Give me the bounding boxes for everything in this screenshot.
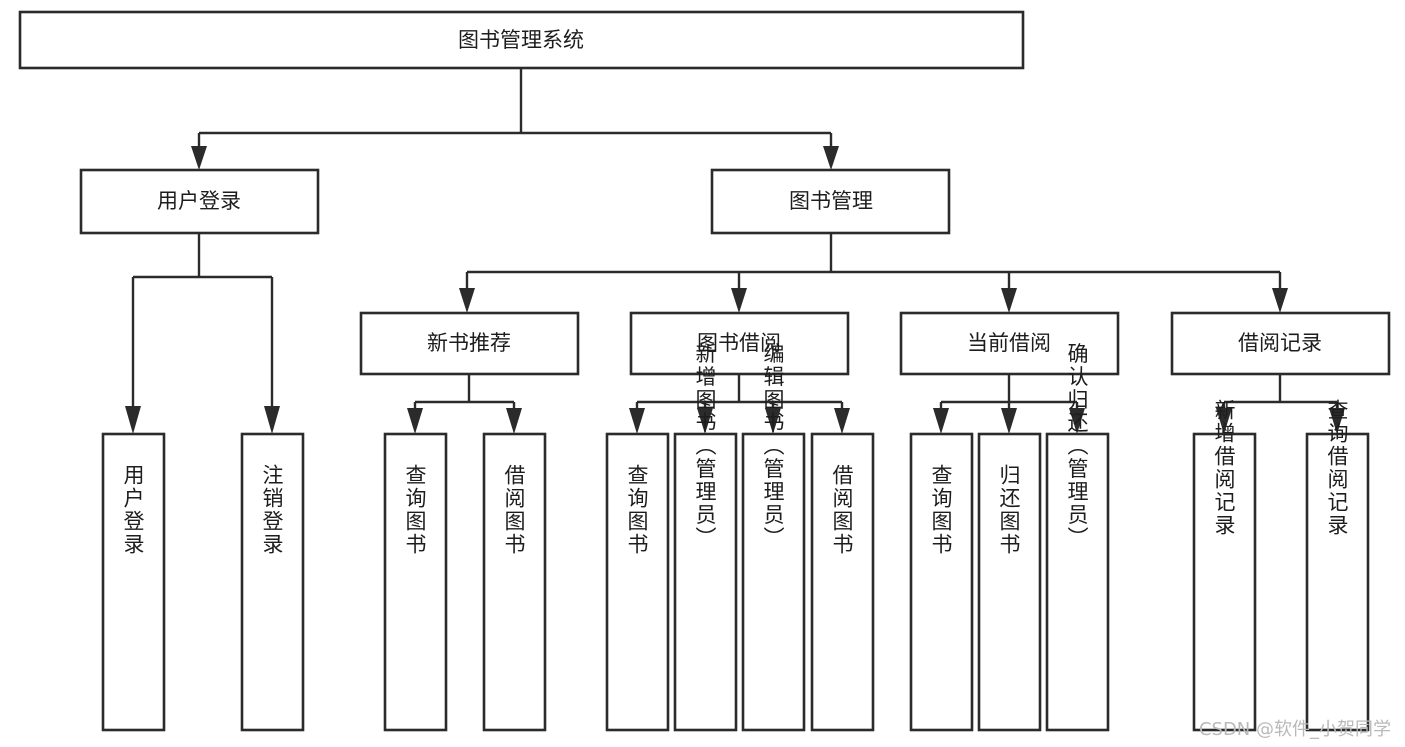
arrowhead-rc-add-record bbox=[1216, 408, 1232, 434]
node-user-login[interactable]: 用户登录 bbox=[79, 168, 320, 235]
node-root[interactable]: 图书管理系统 bbox=[18, 10, 1025, 70]
leaf-bw-edit-book-box[interactable] bbox=[741, 432, 806, 732]
arrowhead-records bbox=[1272, 288, 1288, 313]
node-borrow-records[interactable]: 借阅记录 bbox=[1170, 311, 1391, 376]
arrowhead-rc-query-record bbox=[1329, 408, 1345, 434]
leaf-bw-query-book[interactable]: 查询图书 bbox=[605, 432, 670, 732]
node-borrow-records-label: 借阅记录 bbox=[1238, 331, 1322, 355]
node-root-label: 图书管理系统 bbox=[458, 28, 584, 52]
arrowhead-book-mgmt bbox=[823, 146, 839, 170]
node-root-box[interactable] bbox=[18, 10, 1025, 70]
leaf-user-login-label: 用户登录 bbox=[121, 464, 145, 556]
node-current-borrow[interactable]: 当前借阅 bbox=[899, 311, 1120, 376]
node-user-login-label: 用户登录 bbox=[157, 189, 241, 213]
leaf-rc-add-record-box[interactable] bbox=[1192, 432, 1257, 732]
leaf-cb-query-book[interactable]: 查询图书 bbox=[909, 432, 974, 732]
node-book-management-label: 图书管理 bbox=[789, 189, 873, 213]
connectors bbox=[125, 68, 1345, 434]
leaf-cb-query-book-label: 查询图书 bbox=[929, 464, 953, 556]
leaf-bw-borrow-book-box[interactable] bbox=[810, 432, 875, 732]
leaf-rc-query-record[interactable]: 查询借阅记录 bbox=[1305, 399, 1370, 732]
arrowhead-leaf-user-login bbox=[125, 406, 141, 434]
arrowhead-leaf-logout bbox=[264, 406, 280, 434]
node-new-book-recommend[interactable]: 新书推荐 bbox=[359, 311, 580, 376]
leaf-bw-query-book-box[interactable] bbox=[605, 432, 670, 732]
arrowhead-current bbox=[1001, 288, 1017, 313]
arrowhead-borrow bbox=[731, 288, 747, 313]
node-book-management[interactable]: 图书管理 bbox=[710, 168, 951, 235]
leaf-nb-borrow-book[interactable]: 借阅图书 bbox=[482, 432, 547, 732]
node-user-login-box[interactable] bbox=[79, 168, 320, 235]
leaf-bw-borrow-book[interactable]: 借阅图书 bbox=[810, 432, 875, 732]
leaf-cb-return-book-label: 归还图书 bbox=[997, 464, 1021, 556]
leaf-cb-return-book[interactable]: 归还图书 bbox=[977, 432, 1042, 732]
leaf-bw-add-book-box[interactable] bbox=[673, 432, 738, 732]
leaf-cb-confirm-return[interactable]: 确认归还（管理员） bbox=[1045, 343, 1110, 732]
arrowhead-nb-borrow-book bbox=[506, 408, 522, 434]
arrowhead-bw-query-book bbox=[629, 408, 645, 434]
leaf-logout[interactable]: 注销登录 bbox=[240, 432, 305, 732]
arrowhead-cb-query-book bbox=[933, 408, 949, 434]
node-current-borrow-box[interactable] bbox=[899, 311, 1120, 376]
leaf-nb-borrow-book-label: 借阅图书 bbox=[502, 464, 526, 556]
leaf-nb-query-book[interactable]: 查询图书 bbox=[383, 432, 448, 732]
leaf-cb-return-book-box[interactable] bbox=[977, 432, 1042, 732]
arrowhead-cb-return-book bbox=[1001, 408, 1017, 434]
leaf-bw-query-book-label: 查询图书 bbox=[625, 464, 649, 556]
node-book-borrow-label: 图书借阅 bbox=[697, 331, 781, 355]
arrowhead-bw-edit-book bbox=[765, 408, 781, 434]
arrowhead-new-books bbox=[459, 288, 475, 313]
leaf-bw-edit-book-label: 编辑图书（管理员） bbox=[761, 343, 785, 550]
arrowhead-bw-borrow-book bbox=[834, 408, 850, 434]
arrowhead-cb-confirm-return bbox=[1069, 408, 1085, 434]
node-current-borrow-label: 当前借阅 bbox=[967, 331, 1051, 355]
leaf-logout-box[interactable] bbox=[240, 432, 305, 732]
leaf-user-login[interactable]: 用户登录 bbox=[101, 432, 166, 732]
leaf-bw-edit-book[interactable]: 编辑图书（管理员） bbox=[741, 343, 806, 732]
leaf-nb-borrow-book-box[interactable] bbox=[482, 432, 547, 732]
leaf-cb-confirm-return-label: 确认归还（管理员） bbox=[1065, 343, 1089, 550]
leaf-cb-confirm-return-box[interactable] bbox=[1045, 432, 1110, 732]
leaf-bw-add-book[interactable]: 新增图书（管理员） bbox=[673, 343, 738, 732]
node-new-book-recommend-box[interactable] bbox=[359, 311, 580, 376]
arrowhead-bw-add-book bbox=[697, 408, 713, 434]
node-new-book-recommend-label: 新书推荐 bbox=[427, 331, 511, 355]
leaf-bw-add-book-label: 新增图书（管理员） bbox=[693, 343, 717, 550]
node-book-management-box[interactable] bbox=[710, 168, 951, 235]
leaf-rc-add-record-label: 新增借阅记录 bbox=[1212, 399, 1236, 537]
leaf-nb-query-book-box[interactable] bbox=[383, 432, 448, 732]
leaf-bw-borrow-book-label: 借阅图书 bbox=[830, 464, 854, 556]
leaf-logout-label: 注销登录 bbox=[260, 464, 284, 556]
node-borrow-records-box[interactable] bbox=[1170, 311, 1391, 376]
leaf-user-login-box[interactable] bbox=[101, 432, 166, 732]
leaf-cb-query-book-box[interactable] bbox=[909, 432, 974, 732]
leaf-rc-query-record-label: 查询借阅记录 bbox=[1325, 399, 1349, 537]
arrowhead-user-login bbox=[191, 146, 207, 170]
node-book-borrow-box[interactable] bbox=[629, 311, 850, 376]
leaf-rc-query-record-box[interactable] bbox=[1305, 432, 1370, 732]
leaf-rc-add-record[interactable]: 新增借阅记录 bbox=[1192, 399, 1257, 732]
arrowhead-nb-query-book bbox=[407, 408, 423, 434]
node-book-borrow[interactable]: 图书借阅 bbox=[629, 311, 850, 376]
leaf-nb-query-book-label: 查询图书 bbox=[403, 464, 427, 556]
